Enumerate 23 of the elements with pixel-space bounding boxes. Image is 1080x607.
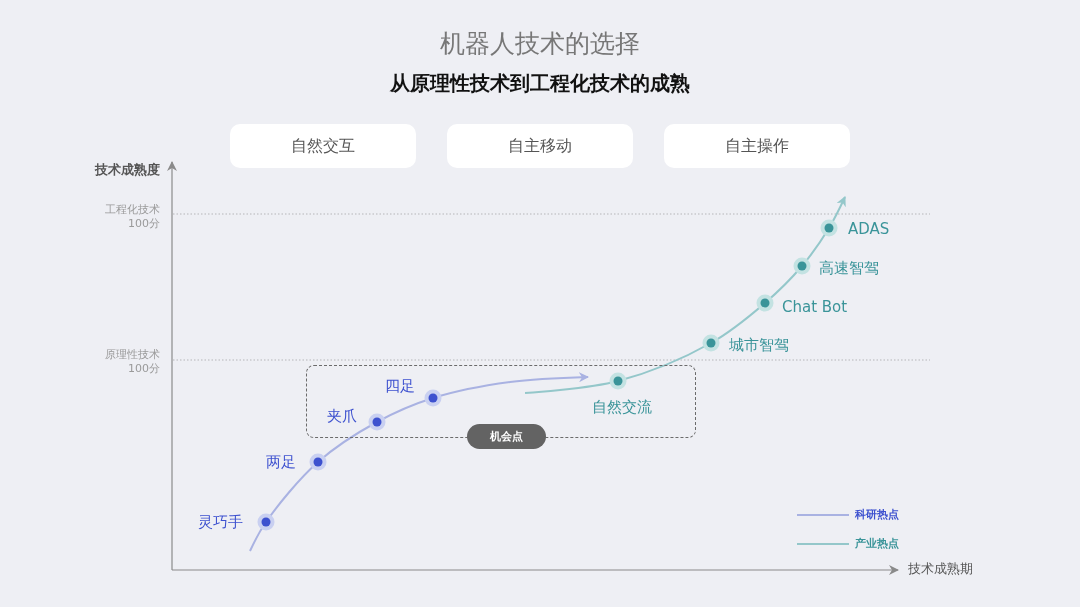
highlight-tag: 机会点 <box>467 424 546 449</box>
axis-title: 技术成熟期 <box>908 561 973 577</box>
point-label: 自然交流 <box>592 398 652 416</box>
tick-label: 100分 <box>128 362 160 376</box>
card-label: 自然交互 <box>291 135 355 157</box>
title: 机器人技术的选择 <box>440 29 640 59</box>
point-label: 城市智驾 <box>729 336 789 354</box>
point-label: ADAS <box>848 220 890 238</box>
point-label: Chat Bot <box>782 298 848 316</box>
point-label: 灵巧手 <box>198 513 243 531</box>
card-label: 自主移动 <box>508 135 572 157</box>
point-label: 四足 <box>385 377 415 395</box>
legend-label: 产业热点 <box>855 537 899 551</box>
tick-label: 100分 <box>128 217 160 231</box>
card-label: 自主操作 <box>725 135 789 157</box>
point-label: 两足 <box>266 453 296 471</box>
subtitle: 从原理性技术到工程化技术的成熟 <box>390 71 690 95</box>
axis-title: 技术成熟度 <box>95 162 160 178</box>
tick-label: 原理性技术 <box>105 348 160 362</box>
point-label: 高速智驾 <box>819 259 879 277</box>
tick-label: 工程化技术 <box>105 203 160 217</box>
point-label: 夹爪 <box>327 407 357 425</box>
legend-label: 科研热点 <box>855 508 899 522</box>
